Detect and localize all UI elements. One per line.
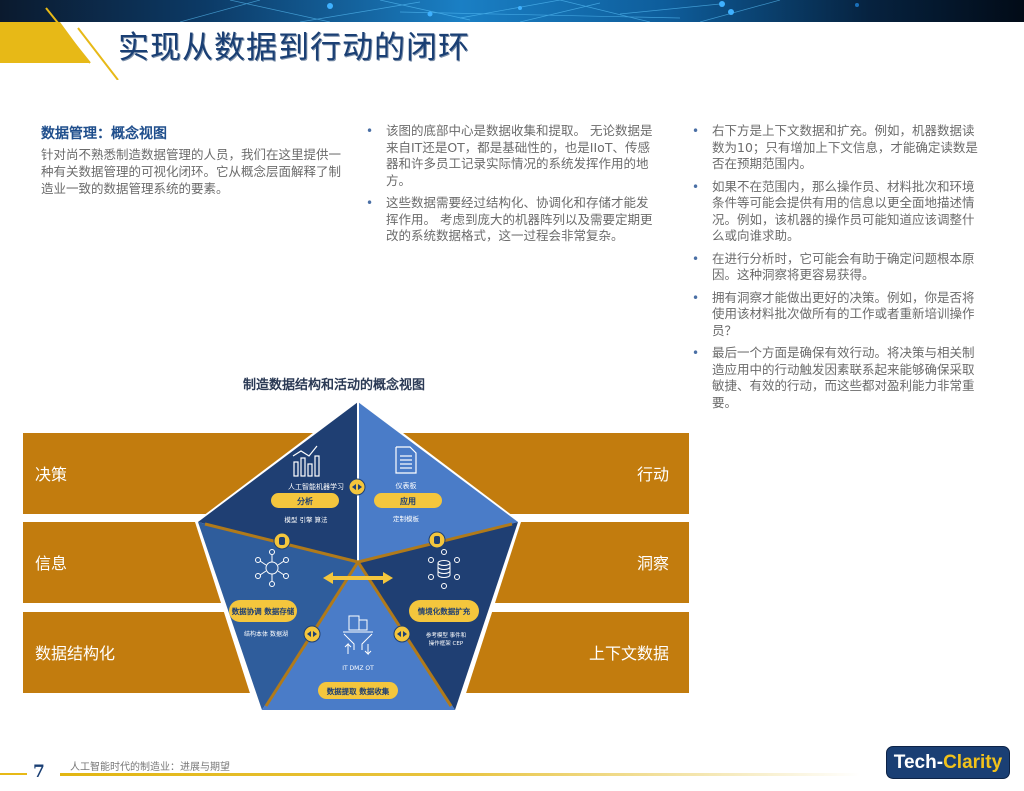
- svg-text:模型 引擎 算法: 模型 引擎 算法: [284, 515, 328, 524]
- intro-heading: 数据管理：概念视图: [41, 126, 167, 142]
- collect-pill: [318, 682, 398, 699]
- band-label-structuring: 数据结构化: [35, 644, 116, 663]
- footer-text: 人工智能时代的制造业：进展与期望: [70, 762, 230, 773]
- svg-text:数据提取 数据收集: 数据提取 数据收集: [327, 686, 390, 696]
- funnel-icon: [343, 615, 373, 656]
- svg-text:分析: 分析: [297, 496, 313, 506]
- bullet-column-2: 该图的底部中心是数据收集和提取。 无论数据是来自IT还是OT，都是基础性的，也是…: [364, 123, 654, 251]
- header-banner: [0, 0, 1024, 22]
- svg-text:情境化数据扩充: 情境化数据扩充: [417, 606, 471, 616]
- band-label-insight: 洞察: [636, 554, 669, 573]
- svg-text:数据协调 数据存储: 数据协调 数据存储: [232, 606, 295, 616]
- logo-part-1: Tech-: [893, 752, 944, 773]
- logo-part-2: Clarity: [943, 752, 1003, 773]
- segment-application: [358, 402, 518, 562]
- footer-divider: [60, 773, 860, 776]
- footer-accent-line: [0, 773, 27, 775]
- bullet-item: 如果不在范围内，那么操作员、材料批次和环境条件等可能会提供有用的信息以更全面地描…: [690, 179, 980, 245]
- bullet-item: 拥有洞察才能做出更好的决策。例如，你是否将使用该材料批次做所有的工作或者重新培训…: [690, 290, 980, 340]
- double-arrow-icon: [323, 572, 393, 584]
- svg-text:定制模板: 定制模板: [393, 514, 420, 523]
- band-label-context-data: 上下文数据: [588, 644, 669, 663]
- segment-collect: [262, 562, 455, 710]
- harmonize-pill: [229, 600, 297, 622]
- svg-text:应用: 应用: [400, 496, 416, 506]
- band-label-action: 行动: [636, 465, 669, 484]
- band-label-decision: 决策: [35, 465, 68, 484]
- svg-text:参考模型 事件和: 参考模型 事件和: [426, 631, 466, 639]
- svg-text:结构本体 数据湖: 结构本体 数据湖: [244, 630, 288, 638]
- page-number: 7: [33, 762, 45, 782]
- gold-wedge-decoration: [0, 7, 119, 80]
- page-title: 实现从数据到行动的闭环: [118, 30, 470, 66]
- analysis-pill: [271, 493, 339, 508]
- application-pill: [374, 493, 442, 508]
- svg-text:IT DMZ OT: IT DMZ OT: [342, 665, 374, 672]
- document-icon: [395, 446, 417, 474]
- bullet-column-3: 右下方是上下文数据和扩充。例如，机器数据读数为10；只有增加上下文信息，才能确定…: [690, 123, 980, 417]
- segment-analysis: [198, 402, 358, 562]
- svg-text:仪表板: 仪表板: [396, 481, 417, 490]
- svg-text:人工智能机器学习: 人工智能机器学习: [288, 482, 344, 491]
- band-label-information: 信息: [35, 554, 68, 573]
- bullet-item: 该图的底部中心是数据收集和提取。 无论数据是来自IT还是OT，都是基础性的，也是…: [364, 123, 654, 189]
- intro-section: 数据管理：概念视图 针对尚不熟悉制造数据管理的人员，我们在这里提供一种有关数据管…: [41, 123, 351, 197]
- bullet-item: 在进行分析时，它可能会有助于确定问题根本原因。这种洞察将更容易获得。: [690, 251, 980, 284]
- svg-text:操作框架 CEP: 操作框架 CEP: [429, 639, 464, 647]
- intro-body: 针对尚不熟悉制造数据管理的人员，我们在这里提供一种有关数据管理的可视化闭环。它从…: [41, 147, 342, 196]
- tech-clarity-logo: Tech-Clarity: [886, 746, 1010, 779]
- bar-chart-icon: [292, 445, 320, 477]
- bullet-item: 右下方是上下文数据和扩充。例如，机器数据读数为10；只有增加上下文信息，才能确定…: [690, 123, 980, 173]
- diagram-title: 制造数据结构和活动的概念视图: [243, 378, 426, 393]
- bullet-item: 这些数据需要经过结构化、协调化和存储才能发挥作用。 考虑到庞大的机器阵列以及需要…: [364, 195, 654, 245]
- network-hub-icon: [255, 549, 289, 587]
- database-network-icon: [428, 549, 460, 589]
- network-pattern-decoration: [179, 0, 859, 22]
- context-pill: [409, 600, 479, 622]
- bullet-item: 最后一个方面是确保有效行动。将决策与相关制造应用中的行动触发因素联系起来能够确保…: [690, 345, 980, 411]
